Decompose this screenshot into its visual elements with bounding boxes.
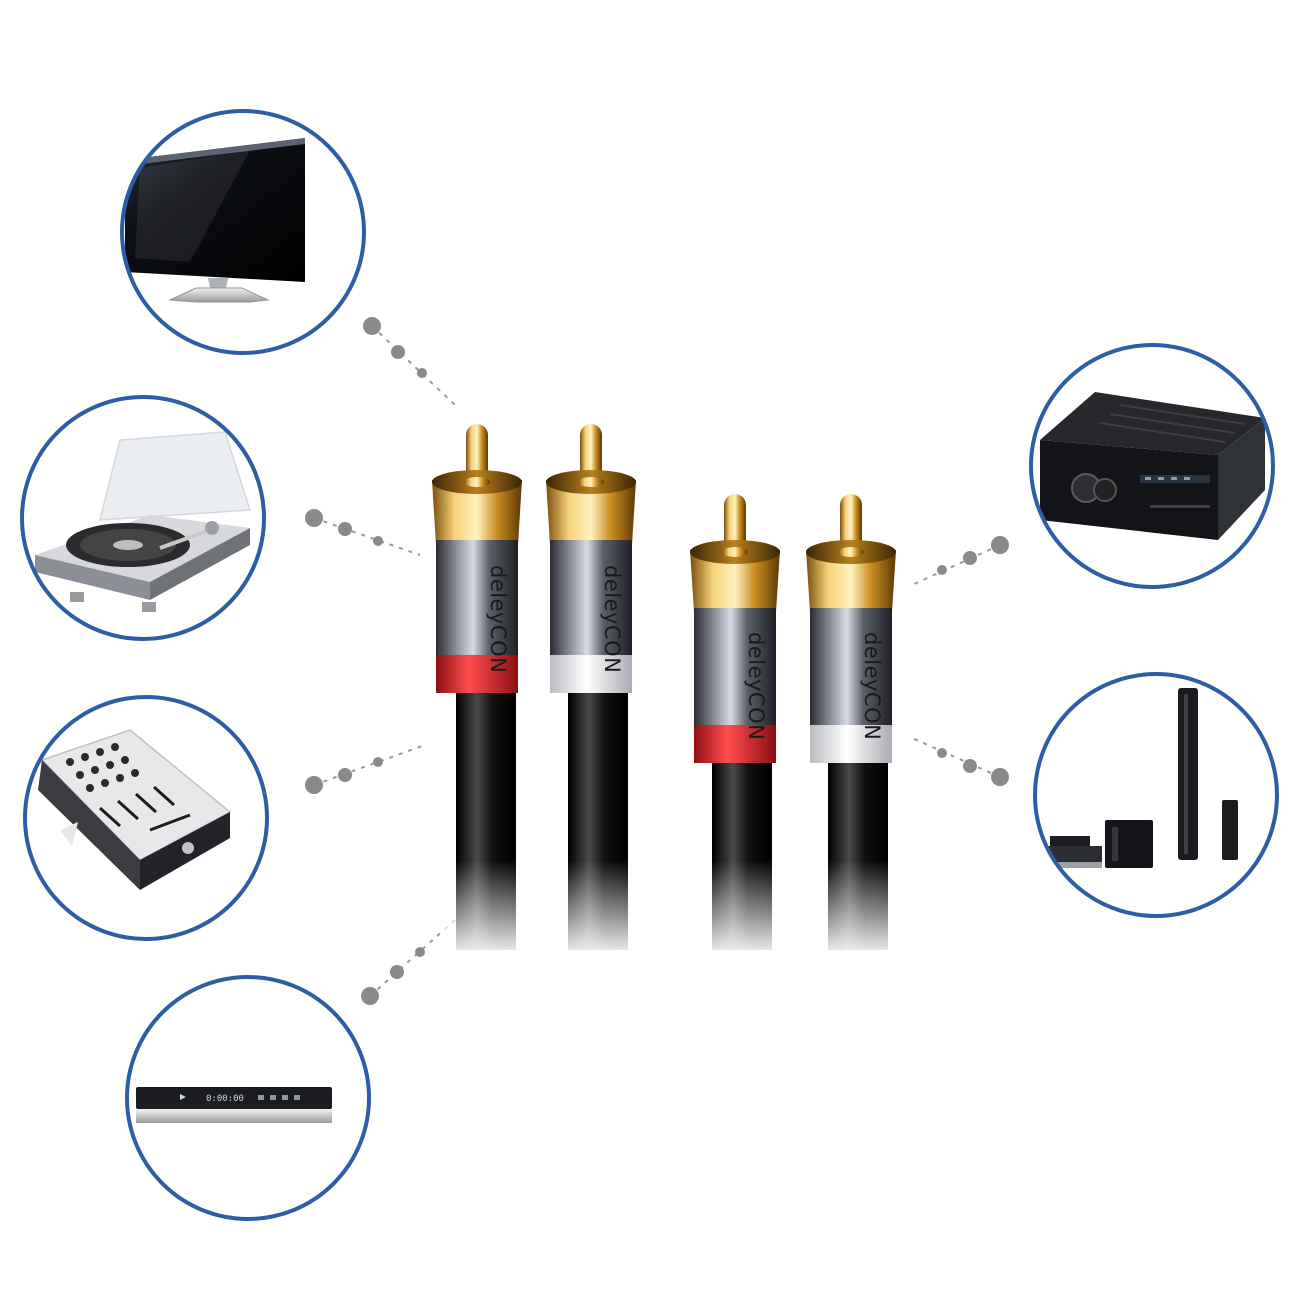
brand-label: deleyCON <box>860 632 884 740</box>
brand-label: deleyCON <box>744 632 768 740</box>
rca-plug-red-right: deleyCON <box>690 494 780 763</box>
mixer-icon <box>23 695 269 941</box>
rca-cable-set: deleyCON deleyCON deleyCON <box>432 424 910 960</box>
brand-label: deleyCON <box>486 565 510 673</box>
brand-label: deleyCON <box>600 565 624 673</box>
tv-icon <box>120 109 366 355</box>
dvd-player-icon: 0:00:00 <box>125 975 371 1221</box>
display-readout: 0:00:00 <box>206 1094 244 1104</box>
connector-lines <box>305 317 1009 1005</box>
av-receiver-icon <box>1029 343 1275 589</box>
home-theater-icon <box>1033 672 1279 918</box>
rca-plug-white-left: deleyCON <box>546 424 636 693</box>
turntable-icon <box>20 395 266 641</box>
rca-plug-red-left: deleyCON <box>432 424 522 693</box>
rca-plug-white-right: deleyCON <box>806 494 896 763</box>
